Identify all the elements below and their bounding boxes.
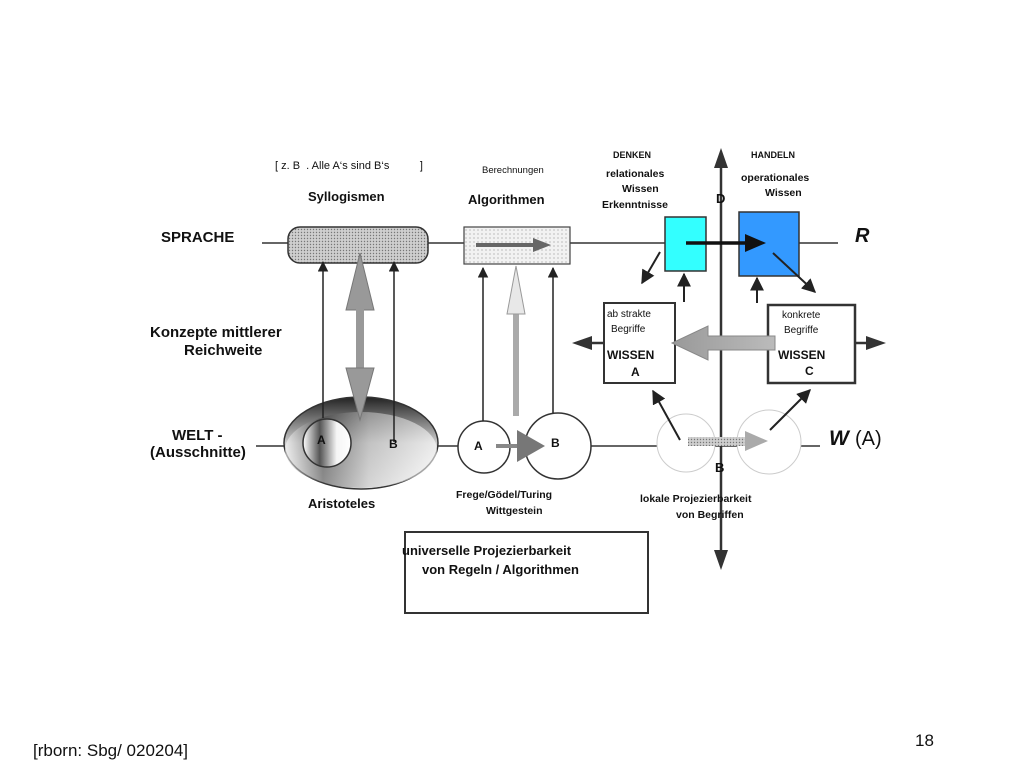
aristoteles-set-a-label: A	[317, 433, 326, 447]
wissen-a-label-1: WISSEN	[607, 348, 654, 362]
abstrakte-label-1: ab strakte	[607, 309, 651, 320]
lokale-arrow-head	[745, 431, 768, 451]
source-citation: [rborn: Sbg/ 020204]	[33, 741, 189, 760]
universelle-label-2: von Regeln / Algorithmen	[422, 562, 579, 577]
horizontal-axis-arrow-left	[572, 336, 592, 350]
welt-label-2: (Ausschnitte)	[150, 444, 246, 461]
diag-relationales-to-wissen-a	[641, 251, 661, 285]
frege-label-2: Wittgestein	[486, 505, 543, 517]
universelle-box	[404, 531, 649, 614]
axis-label-d: D	[716, 191, 725, 206]
relationales-label-3: Erkenntnisse	[602, 199, 668, 211]
page-number: 18	[915, 731, 934, 750]
denken-label: DENKEN	[613, 150, 651, 160]
konzepte-label-2: Reichweite	[184, 342, 262, 359]
operationales-label-2: Wissen	[765, 187, 802, 199]
frege-set-b-label: B	[551, 436, 560, 450]
wissen-c-label-1: WISSEN	[778, 348, 825, 362]
wissen-a-label-2: A	[631, 365, 640, 379]
syllogismen-label: Syllogismen	[308, 189, 385, 204]
denken-handeln-arrow-head	[745, 234, 766, 252]
algorithmen-arrow-head	[533, 238, 551, 252]
axis-label-b: B	[715, 460, 724, 475]
vertical-axis-arrow-bottom	[714, 550, 728, 570]
frege-grey-head	[506, 265, 526, 315]
ari-grey-arrow-down	[345, 367, 375, 422]
operationales-label-1: operationales	[741, 172, 809, 184]
aristoteles-label: Aristoteles	[308, 496, 375, 511]
algorithmen-label: Algorithmen	[468, 192, 545, 207]
wissen-c-box	[766, 303, 857, 385]
sprache-label: SPRACHE	[161, 229, 234, 246]
w-symbol: W	[829, 427, 851, 450]
frege-arrow-head	[517, 430, 545, 462]
handeln-label: HANDELN	[751, 150, 795, 160]
relationales-label-1: relationales	[606, 168, 665, 180]
lokale-label-2: von Begriffen	[676, 509, 744, 521]
example-label: [ z. B . Alle A‘s sind B‘s ]	[275, 160, 423, 172]
frege-label-1: Frege/Gödel/Turing	[456, 489, 552, 501]
welt-label-1: WELT -	[172, 427, 223, 444]
relationales-label-2: Wissen	[622, 183, 659, 195]
lokale-label-1: lokale Projezierbarkeit	[640, 493, 752, 505]
wissen-transfer-arrow	[670, 325, 776, 361]
wissen-c-label-2: C	[805, 364, 814, 378]
vertical-axis-arrow-top	[714, 148, 728, 168]
konkrete-label-1: konkrete	[782, 310, 821, 321]
lokale-arrow-shaft	[688, 437, 748, 446]
konkrete-label-2: Begriffe	[784, 325, 819, 336]
axis-label-r: R	[855, 225, 870, 247]
aristoteles-set-a	[302, 418, 352, 468]
w-argument: (A)	[855, 428, 882, 450]
universelle-label-1: universelle Projezierbarkeit	[402, 543, 572, 558]
berechnungen-label: Berechnungen	[482, 165, 544, 176]
diag-lokale-to-wissen-a	[652, 389, 681, 441]
frege-set-a-label: A	[474, 439, 483, 453]
ari-grey-arrow-shaft	[356, 306, 364, 376]
abstrakte-label-2: Begriffe	[611, 324, 646, 335]
aristoteles-set-b-label: B	[389, 437, 398, 451]
diag-lokale-to-wissen-c	[769, 389, 811, 431]
frege-grey-shaft	[513, 312, 519, 416]
konzepte-label-1: Konzepte mittlerer	[150, 324, 282, 341]
syllogismen-pill	[287, 226, 429, 264]
horizontal-axis-arrow-right	[866, 336, 886, 350]
diag-operationales-to-wissen-c	[772, 252, 817, 293]
